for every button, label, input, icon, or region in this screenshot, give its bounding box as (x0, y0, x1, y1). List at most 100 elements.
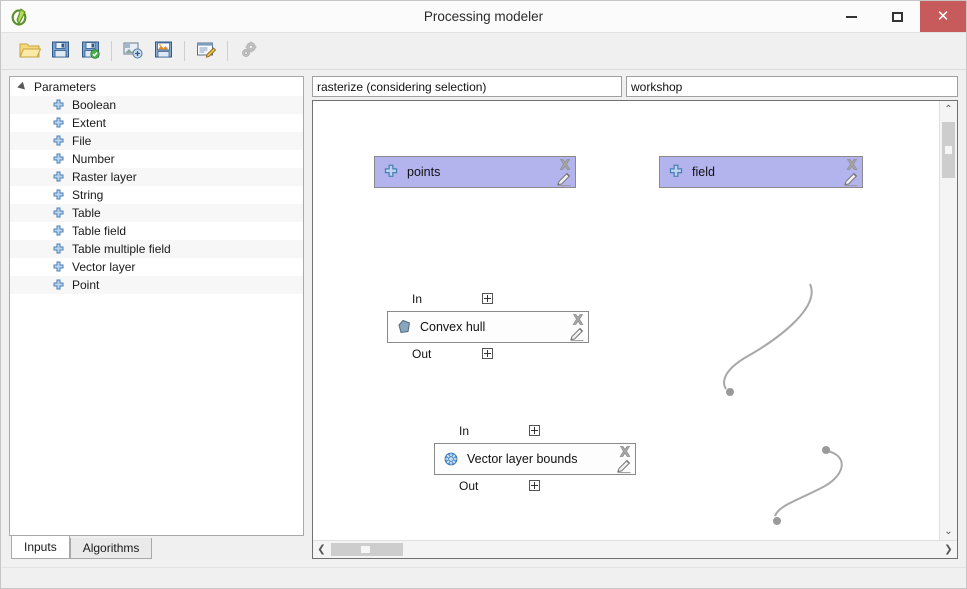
edit-node-icon[interactable] (843, 171, 859, 187)
model-node-label: field (692, 165, 715, 179)
edit-node-icon[interactable] (556, 171, 572, 187)
edit-help-button[interactable] (191, 37, 221, 65)
node-input-port-label: In (412, 292, 422, 306)
tree-item-boolean[interactable]: Boolean (10, 96, 303, 114)
close-button[interactable]: ✕ (920, 1, 966, 32)
model-node-tools (616, 445, 632, 475)
folder-open-icon (19, 40, 41, 63)
canvas-row: pointsfieldConvex hullInOutVector layer … (313, 101, 957, 540)
group-name-input[interactable] (626, 76, 958, 97)
tree-item-file[interactable]: File (10, 132, 303, 150)
model-node-vector-layer-bounds[interactable]: Vector layer bounds (434, 443, 636, 475)
run-model-button[interactable] (234, 37, 264, 65)
close-icon: ✕ (937, 9, 950, 24)
plus-icon (52, 171, 65, 184)
window-controls: ✕ (828, 1, 966, 32)
scroll-up-arrow-icon[interactable]: ⌃ (940, 101, 957, 118)
plus-icon (383, 164, 399, 180)
node-output-port-label: Out (459, 479, 478, 493)
model-node-label: Vector layer bounds (467, 452, 578, 466)
parameters-tree[interactable]: Parameters BooleanExtentFileNumberRaster… (9, 76, 304, 536)
tree-root-parameters[interactable]: Parameters (10, 78, 303, 96)
toolbar-separator (227, 41, 228, 61)
edit-node-icon[interactable] (616, 458, 632, 474)
model-panel: pointsfieldConvex hullInOutVector layer … (312, 76, 958, 559)
tree-item-list: BooleanExtentFileNumberRaster layerStrin… (10, 96, 303, 294)
chevron-expanded-icon[interactable] (18, 82, 28, 92)
delete-node-icon[interactable] (571, 313, 585, 327)
delete-node-icon[interactable] (845, 158, 859, 172)
canvas-horizontal-scrollbar[interactable]: ❮ ❯ (313, 540, 957, 558)
tree-root-label: Parameters (34, 80, 96, 94)
gear-blue-icon (443, 451, 459, 467)
expand-input-params-icon[interactable] (529, 425, 540, 436)
tree-item-label: String (72, 188, 103, 202)
tree-item-string[interactable]: String (10, 186, 303, 204)
floppy-save-as-icon (81, 40, 100, 62)
tree-item-raster-layer[interactable]: Raster layer (10, 168, 303, 186)
minimize-icon (846, 16, 857, 18)
edit-help-icon (196, 40, 216, 62)
plus-icon (52, 261, 65, 274)
scroll-right-arrow-icon[interactable]: ❯ (940, 541, 957, 558)
delete-node-icon[interactable] (558, 158, 572, 172)
expand-output-params-icon[interactable] (529, 480, 540, 491)
main-toolbar (1, 33, 966, 70)
tree-item-vector-layer[interactable]: Vector layer (10, 258, 303, 276)
model-node-label: points (407, 165, 440, 179)
model-node-field[interactable]: field (659, 156, 863, 188)
model-node-tools (843, 158, 859, 188)
tree-item-label: Point (72, 278, 99, 292)
save-model-as-button[interactable] (75, 37, 105, 65)
vertical-scroll-thumb[interactable] (942, 122, 955, 178)
model-canvas[interactable]: pointsfieldConvex hullInOutVector layer … (313, 101, 939, 540)
plus-icon (52, 117, 65, 130)
horizontal-scroll-thumb[interactable] (331, 543, 403, 556)
tree-item-table-multiple-field[interactable]: Table multiple field (10, 240, 303, 258)
model-name-input[interactable] (312, 76, 622, 97)
tree-item-label: Vector layer (72, 260, 135, 274)
expand-output-params-icon[interactable] (482, 348, 493, 359)
tree-item-point[interactable]: Point (10, 276, 303, 294)
plus-icon (668, 164, 684, 180)
qgis-logo-icon (9, 6, 31, 28)
toolbar-separator (111, 41, 112, 61)
tab-inputs-label: Inputs (24, 540, 57, 554)
delete-node-icon[interactable] (618, 445, 632, 459)
tab-algorithms[interactable]: Algorithms (70, 538, 153, 559)
plus-icon (52, 243, 65, 256)
open-model-button[interactable] (15, 37, 45, 65)
main-content: Parameters BooleanExtentFileNumberRaster… (1, 70, 966, 567)
tab-inputs[interactable]: Inputs (11, 536, 70, 559)
plus-icon (52, 279, 65, 292)
export-script-button[interactable] (148, 37, 178, 65)
model-node-convex-hull[interactable]: Convex hull (387, 311, 589, 343)
tree-item-label: Extent (72, 116, 106, 130)
model-node-label: Convex hull (420, 320, 485, 334)
tree-item-number[interactable]: Number (10, 150, 303, 168)
plus-icon (52, 99, 65, 112)
tree-item-table[interactable]: Table (10, 204, 303, 222)
canvas-vertical-scrollbar[interactable]: ⌃ ⌄ (939, 101, 957, 540)
maximize-button[interactable] (874, 1, 920, 32)
minimize-button[interactable] (828, 1, 874, 32)
plus-icon (52, 225, 65, 238)
scroll-down-arrow-icon[interactable]: ⌄ (940, 523, 957, 540)
model-name-row (312, 76, 958, 97)
model-node-points[interactable]: points (374, 156, 576, 188)
convex-hull-icon (396, 319, 412, 335)
tree-item-extent[interactable]: Extent (10, 114, 303, 132)
tree-item-table-field[interactable]: Table field (10, 222, 303, 240)
expand-input-params-icon[interactable] (482, 293, 493, 304)
export-image-icon (123, 40, 143, 62)
title-bar: Processing modeler ✕ (1, 1, 966, 33)
gears-run-icon (239, 40, 259, 62)
maximize-icon (892, 12, 903, 22)
scroll-left-arrow-icon[interactable]: ❮ (313, 541, 330, 558)
save-model-button[interactable] (45, 37, 75, 65)
tree-item-label: Number (72, 152, 115, 166)
node-input-port-label: In (459, 424, 469, 438)
export-image-button[interactable] (118, 37, 148, 65)
edit-node-icon[interactable] (569, 326, 585, 342)
tab-algorithms-label: Algorithms (83, 541, 140, 555)
